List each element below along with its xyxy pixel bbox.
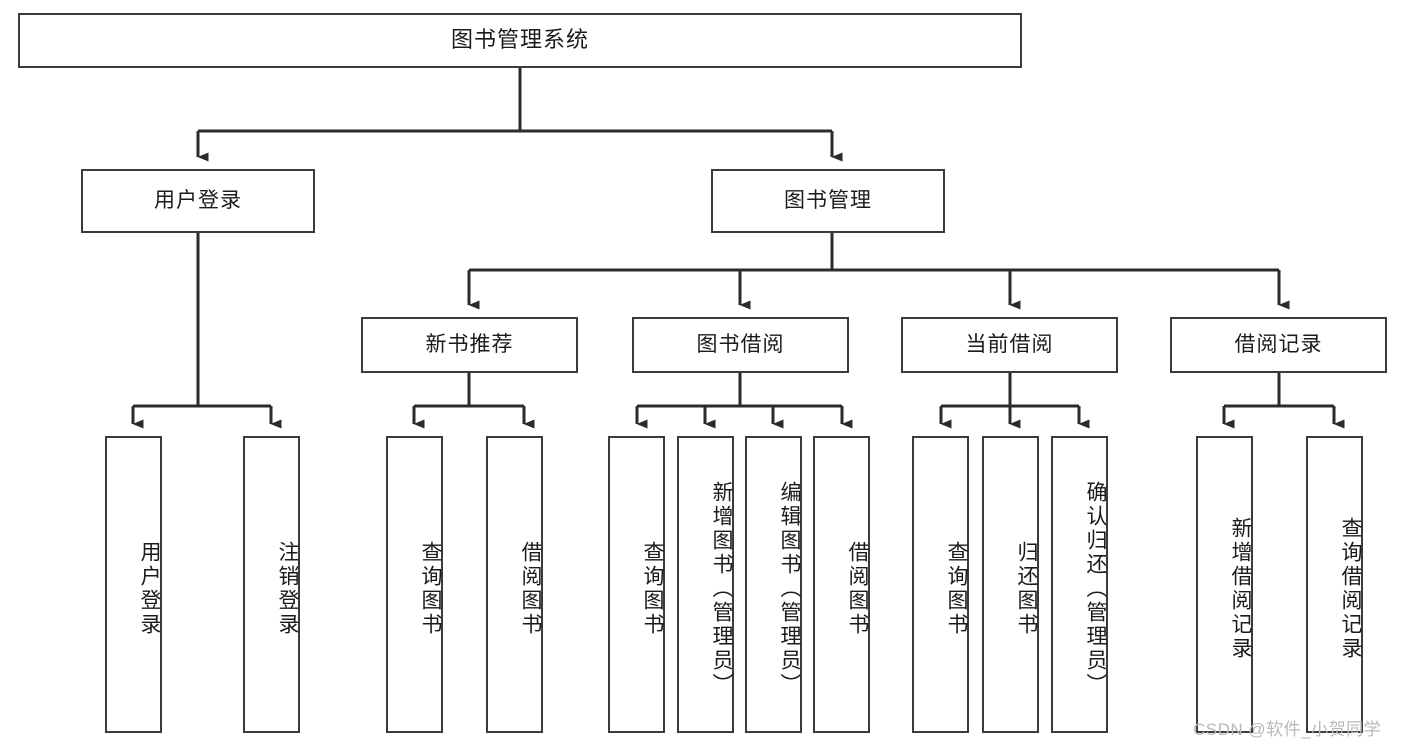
node-user-login[interactable]: 用户登录: [81, 169, 315, 233]
leaf-book-borrow-query[interactable]: 查询图书: [608, 436, 665, 733]
leaf-new-book-borrow[interactable]: 借阅图书: [486, 436, 543, 733]
leaf-borrow-record-add[interactable]: 新增借阅记录: [1196, 436, 1253, 733]
node-borrow-record[interactable]: 借阅记录: [1170, 317, 1387, 373]
leaf-user-login-login[interactable]: 用户登录: [105, 436, 162, 733]
leaf-borrow-record-query[interactable]: 查询借阅记录: [1306, 436, 1363, 733]
leaf-current-borrow-query[interactable]: 查询图书: [912, 436, 969, 733]
leaf-book-borrow-edit[interactable]: 编辑图书（管理员）: [745, 436, 802, 733]
leaf-book-borrow-add[interactable]: 新增图书（管理员）: [677, 436, 734, 733]
leaf-book-borrow-borrow[interactable]: 借阅图书: [813, 436, 870, 733]
leaf-user-login-logout[interactable]: 注销登录: [243, 436, 300, 733]
node-new-book-recommend[interactable]: 新书推荐: [361, 317, 578, 373]
leaf-current-borrow-confirm-return[interactable]: 确认归还（管理员）: [1051, 436, 1108, 733]
node-current-borrow[interactable]: 当前借阅: [901, 317, 1118, 373]
leaf-current-borrow-return[interactable]: 归还图书: [982, 436, 1039, 733]
csdn-watermark: CSDN @软件_小贺同学: [1193, 720, 1382, 739]
node-book-manage[interactable]: 图书管理: [711, 169, 945, 233]
node-book-borrow[interactable]: 图书借阅: [632, 317, 849, 373]
leaf-new-book-query[interactable]: 查询图书: [386, 436, 443, 733]
node-root[interactable]: 图书管理系统: [18, 13, 1022, 68]
